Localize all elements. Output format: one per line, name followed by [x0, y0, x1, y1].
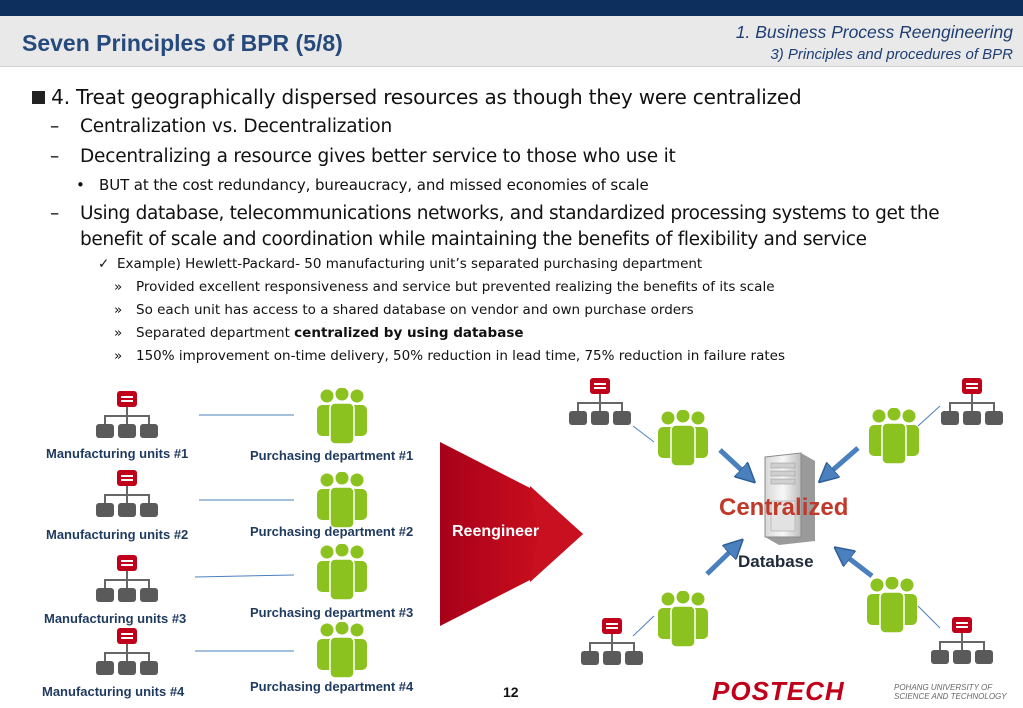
sub-text-1: Provided excellent responsiveness and se…: [136, 279, 775, 295]
dot-glyph: •: [76, 176, 85, 194]
manufacturing-unit-label: Manufacturing units #4: [42, 684, 185, 699]
sub-text-3: Separated department centralized by usin…: [136, 325, 524, 341]
purchasing-department-label: Purchasing department #2: [250, 524, 414, 539]
purchasing-department-label: Purchasing department #3: [250, 605, 414, 620]
top-bar: [0, 0, 1023, 16]
chevron-glyph: »: [114, 348, 123, 364]
chevron-glyph: »: [114, 302, 123, 318]
arrow-icon: [842, 553, 874, 578]
sub-text-4: 150% improvement on-time delivery, 50% r…: [136, 348, 786, 364]
dash-glyph: –: [50, 203, 60, 224]
dash-text-2: Decentralizing a resource gives better s…: [80, 146, 676, 167]
header-band: [0, 16, 1023, 67]
dash-glyph: –: [50, 116, 60, 137]
university-name: POHANG UNIVERSITY OF SCIENCE AND TECHNOL…: [894, 683, 1007, 701]
main-bullet: 4. Treat geographically dispersed resour…: [32, 85, 802, 109]
check-text: Example) Hewlett-Packard- 50 manufacturi…: [117, 256, 703, 272]
check-icon: ✓: [98, 256, 110, 272]
dot-bullet-1: •: [76, 176, 85, 194]
dash-bullet-1: –: [50, 116, 59, 137]
dash-text-1: Centralization vs. Decentralization: [80, 116, 393, 137]
database-label: Database: [738, 552, 814, 571]
sub-bullet-3: »: [114, 325, 122, 341]
dash-bullet-2: –: [50, 146, 59, 167]
check-bullet: ✓: [98, 256, 109, 272]
server-icon: [764, 452, 815, 545]
dot-text-1: BUT at the cost redundancy, bureaucracy,…: [99, 176, 649, 194]
arrow-icon: [718, 448, 748, 476]
subsection-breadcrumb: 3) Principles and procedures of BPR: [770, 46, 1013, 63]
page-number: 12: [503, 684, 519, 700]
reengineer-arrow: [440, 442, 583, 626]
dash-text-3-line1: Using database, telecommunications netwo…: [80, 203, 940, 224]
reengineer-label: Reengineer: [452, 523, 540, 540]
manufacturing-unit-label: Manufacturing units #3: [44, 611, 187, 626]
purchasing-department-label: Purchasing department #1: [250, 448, 414, 463]
chevron-glyph: »: [114, 325, 123, 341]
arrow-icon: [826, 446, 860, 476]
dash-text-3-line2: benefit of scale and coordination while …: [80, 229, 867, 250]
dash-bullet-3: –: [50, 203, 59, 224]
sub-bullet-2: »: [114, 302, 122, 318]
manufacturing-unit-label: Manufacturing units #2: [46, 527, 189, 542]
sub-bullet-4: »: [114, 348, 122, 364]
chevron-glyph: »: [114, 279, 123, 295]
arrow-icon: [705, 546, 736, 576]
square-bullet-icon: [32, 91, 45, 104]
sub-bullet-1: »: [114, 279, 122, 295]
purchasing-department-label: Purchasing department #4: [250, 679, 414, 694]
centralized-label: Centralized: [719, 494, 849, 521]
postech-logo: POSTECH: [712, 676, 845, 706]
section-breadcrumb: 1. Business Process Reengineering: [735, 22, 1013, 42]
manufacturing-unit-label: Manufacturing units #1: [46, 446, 189, 461]
sub-text-2: So each unit has access to a shared data…: [136, 302, 694, 318]
page-title: Seven Principles of BPR (5/8): [22, 30, 343, 56]
dash-glyph: –: [50, 146, 60, 167]
